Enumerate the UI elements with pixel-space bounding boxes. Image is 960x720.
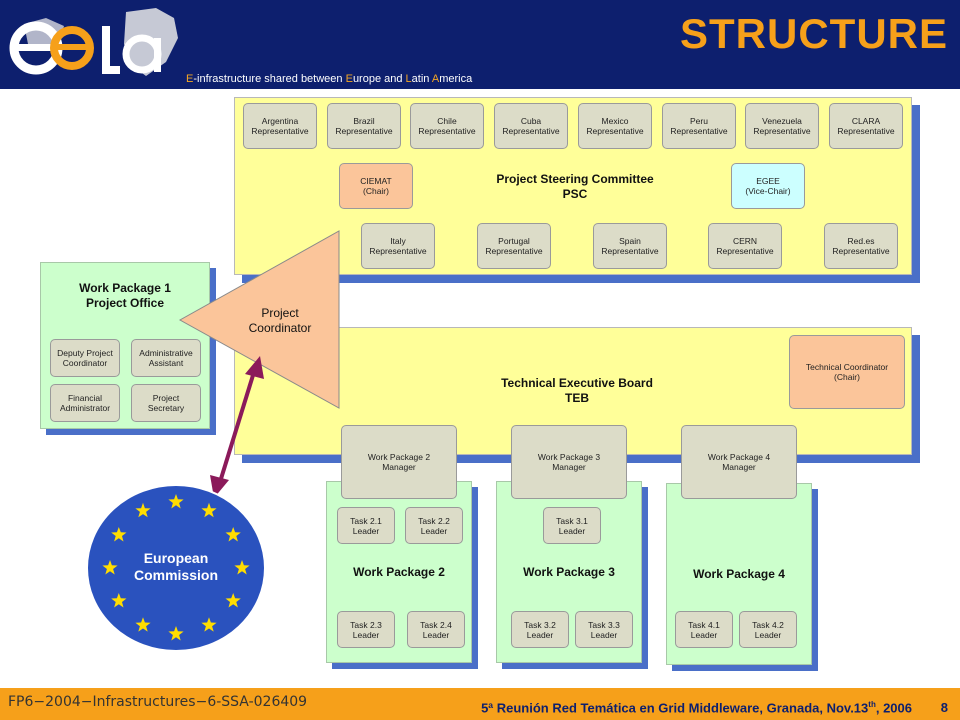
deputy-project-coordinator: Deputy Project Coordinator (50, 339, 120, 377)
psc-vice-chair-egee: EGEE (Vice-Chair) (731, 163, 805, 209)
header-banner: E-infrastructure shared between Europe a… (0, 0, 960, 89)
project-coordinator-label: Project Coordinator (248, 306, 312, 335)
european-commission-label: European Commission (133, 550, 218, 583)
rep-brazil: Brazil Representative (327, 103, 401, 149)
eu-star-icon (201, 502, 217, 518)
task-3-2-leader: Task 3.2 Leader (511, 611, 569, 648)
rep-red-es: Red.es Representative (824, 223, 898, 269)
page-number: 8 (940, 700, 948, 715)
wp3-title: Work Package 3 (523, 565, 615, 579)
eu-star-icon (102, 560, 118, 575)
eu-star-icon (135, 502, 151, 518)
rep-venezuela: Venezuela Representative (745, 103, 819, 149)
wp4-manager: Work Package 4 Manager (681, 425, 797, 499)
rep-clara: CLARA Representative (829, 103, 903, 149)
eu-star-icon (168, 494, 184, 509)
rep-portugal: Portugal Representative (477, 223, 551, 269)
wp2-manager: Work Package 2 Manager (341, 425, 457, 499)
eu-star-icon (234, 560, 250, 575)
wp4-title: Work Package 4 (693, 567, 785, 581)
rep-mexico: Mexico Representative (578, 103, 652, 149)
coordinator-ec-arrow (210, 356, 264, 498)
wp1-title: Work Package 1 Project Office (79, 281, 171, 310)
footer-bar: FP6−2004−Infrastructures−6-SSA-026409 5ª… (0, 688, 960, 720)
technical-coordinator: Technical Coordinator (Chair) (789, 335, 905, 409)
task-4-1-leader: Task 4.1 Leader (675, 611, 733, 648)
footer-project-code: FP6−2004−Infrastructures−6-SSA-026409 (8, 694, 308, 710)
task-4-2-leader: Task 4.2 Leader (739, 611, 797, 648)
eu-star-icon (111, 527, 127, 542)
eu-star-icon (201, 617, 217, 632)
rep-argentina: Argentina Representative (243, 103, 317, 149)
eu-star-icon (225, 593, 241, 608)
psc-title: Project Steering Committee PSC (496, 172, 654, 201)
task-2-3-leader: Task 2.3 Leader (337, 611, 395, 648)
rep-italy: Italy Representative (361, 223, 435, 269)
rep-cuba: Cuba Representative (494, 103, 568, 149)
eu-star-icon (135, 617, 151, 632)
task-2-1-leader: Task 2.1 Leader (337, 507, 395, 544)
eu-star-icon (168, 626, 184, 641)
eu-star-icon (111, 593, 127, 608)
eela-logo (9, 8, 178, 76)
task-2-4-leader: Task 2.4 Leader (407, 611, 465, 648)
rep-peru: Peru Representative (662, 103, 736, 149)
eu-star-icon (225, 527, 241, 542)
slide-title: STRUCTURE (680, 10, 948, 57)
administrative-assistant: Administrative Assistant (131, 339, 201, 377)
psc-chair-ciemat: CIEMAT (Chair) (339, 163, 413, 209)
financial-administrator: Financial Administrator (50, 384, 120, 422)
task-2-2-leader: Task 2.2 Leader (405, 507, 463, 544)
project-secretary: Project Secretary (131, 384, 201, 422)
slogan: E-infrastructure shared between Europe a… (186, 73, 473, 85)
teb-title: Technical Executive Board TEB (501, 376, 653, 405)
european-commission-emblem (86, 484, 266, 652)
footer-event: 5ª Reunión Red Temática en Grid Middlewa… (481, 700, 912, 716)
rep-cern: CERN Representative (708, 223, 782, 269)
rep-spain: Spain Representative (593, 223, 667, 269)
wp2-title: Work Package 2 (353, 565, 445, 579)
wp3-manager: Work Package 3 Manager (511, 425, 627, 499)
task-3-1-leader: Task 3.1 Leader (543, 507, 601, 544)
rep-chile: Chile Representative (410, 103, 484, 149)
task-3-3-leader: Task 3.3 Leader (575, 611, 633, 648)
